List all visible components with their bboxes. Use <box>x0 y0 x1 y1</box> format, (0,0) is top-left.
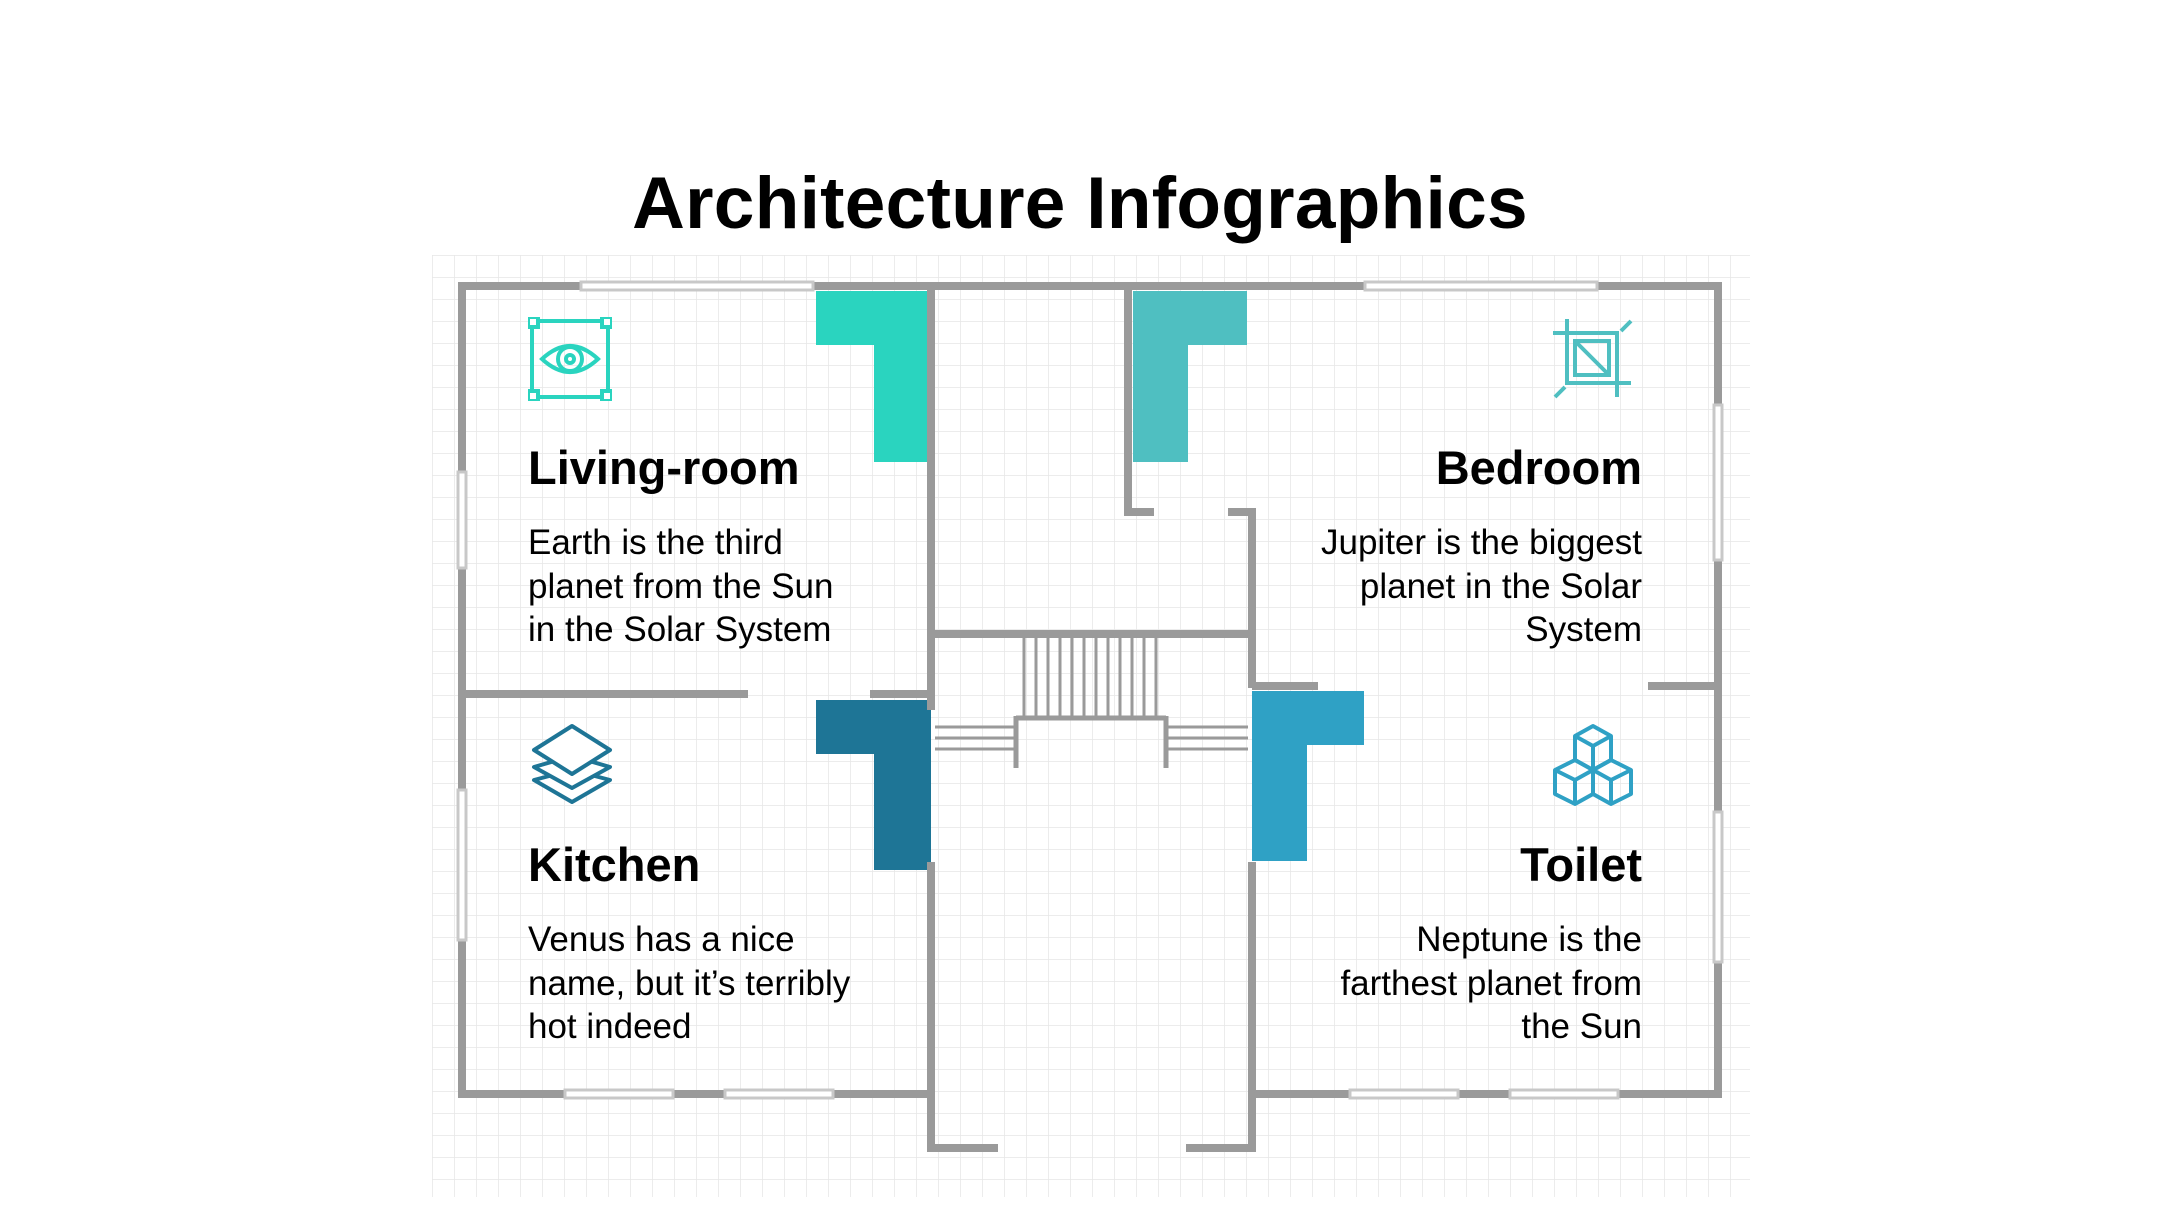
cubes-icon <box>1553 724 1633 806</box>
room-name: Living-room <box>528 441 800 494</box>
room-name: Kitchen <box>528 838 701 891</box>
kitchen-corner-block <box>816 700 931 870</box>
room-description: Neptune is the farthest planet from the … <box>1262 918 1642 1049</box>
description-line: farthest planet from <box>1340 963 1642 1003</box>
description-line: Earth is the third <box>528 523 783 562</box>
description-line: planet from the Sun <box>528 566 834 606</box>
room-kitchen: Kitchen Venus has a nice name, but it’s … <box>528 841 908 1049</box>
room-name: Bedroom <box>1435 441 1642 494</box>
description-line: Jupiter is the biggest <box>1320 523 1642 562</box>
room-name: Toilet <box>1520 838 1642 891</box>
room-description: Venus has a nice name, but it’s terribly… <box>528 918 908 1049</box>
room-bedroom: Bedroom Jupiter is the biggest planet in… <box>1262 444 1642 652</box>
living-corner-block <box>816 291 931 462</box>
bedroom-corner-block <box>1133 291 1247 462</box>
description-line: hot indeed <box>528 1007 692 1046</box>
staircase <box>935 636 1248 768</box>
eye-icon <box>528 317 612 401</box>
description-line: planet in the Solar <box>1359 566 1642 606</box>
description-line: name, but it’s terribly <box>528 963 851 1003</box>
page-title: Architecture Infographics <box>632 162 1528 244</box>
crop-icon <box>1553 319 1633 399</box>
layers-icon <box>532 724 612 804</box>
toilet-corner-block <box>1252 691 1364 861</box>
grid-background <box>432 255 1750 1197</box>
description-line: Neptune is the <box>1416 920 1642 959</box>
description-line: the Sun <box>1521 1007 1642 1046</box>
room-toilet: Toilet Neptune is the farthest planet fr… <box>1262 841 1642 1049</box>
description-line: System <box>1525 610 1642 649</box>
description-line: Venus has a nice <box>528 920 795 959</box>
windows <box>456 280 1724 1100</box>
room-description: Jupiter is the biggest planet in the Sol… <box>1262 521 1642 652</box>
room-living: Living-room Earth is the third planet fr… <box>528 444 908 652</box>
description-line: in the Solar System <box>528 610 832 649</box>
room-description: Earth is the third planet from the Sun i… <box>528 521 908 652</box>
